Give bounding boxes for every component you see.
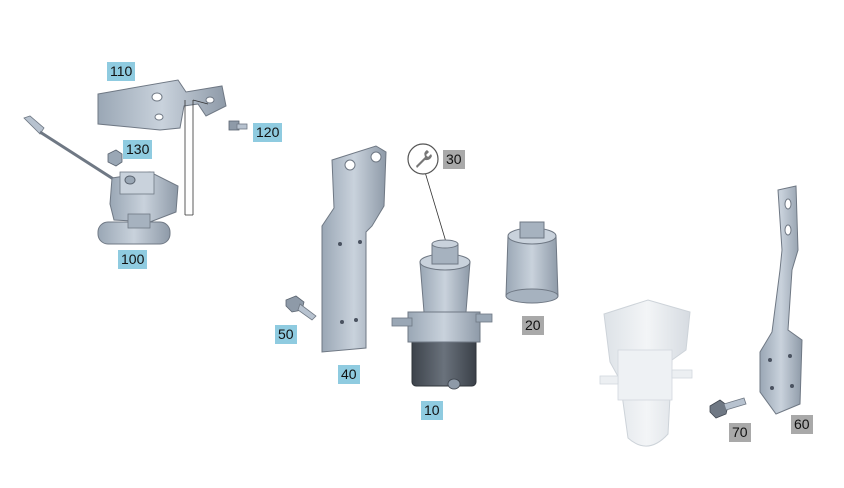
ghost-filter-assembly [599,299,693,447]
part-110-bracket [97,79,227,131]
callout-70: 70 [729,423,751,442]
part-100-level-sensor [23,115,179,245]
callout-120: 120 [253,123,283,142]
part-40-mounting-plate [321,145,387,353]
callout-110: 110 [107,62,136,81]
wrench-icon [407,143,439,175]
callout-130: 130 [123,140,153,159]
callout-60: 60 [791,415,813,434]
callout-30: 30 [443,150,465,169]
part-10-fuel-filter [391,239,493,390]
callout-50: 50 [275,325,297,344]
callout-20: 20 [522,316,544,335]
part-50-bolt [285,295,317,321]
part-130-nut [107,149,123,167]
part-70-bolt [709,397,747,419]
callout-40: 40 [338,365,360,384]
part-20-filter-cap [505,221,559,304]
callout-10: 10 [421,401,443,420]
callout-100: 100 [118,250,148,269]
part-120-bolt [228,120,248,131]
part-60-support-strap [759,185,803,415]
